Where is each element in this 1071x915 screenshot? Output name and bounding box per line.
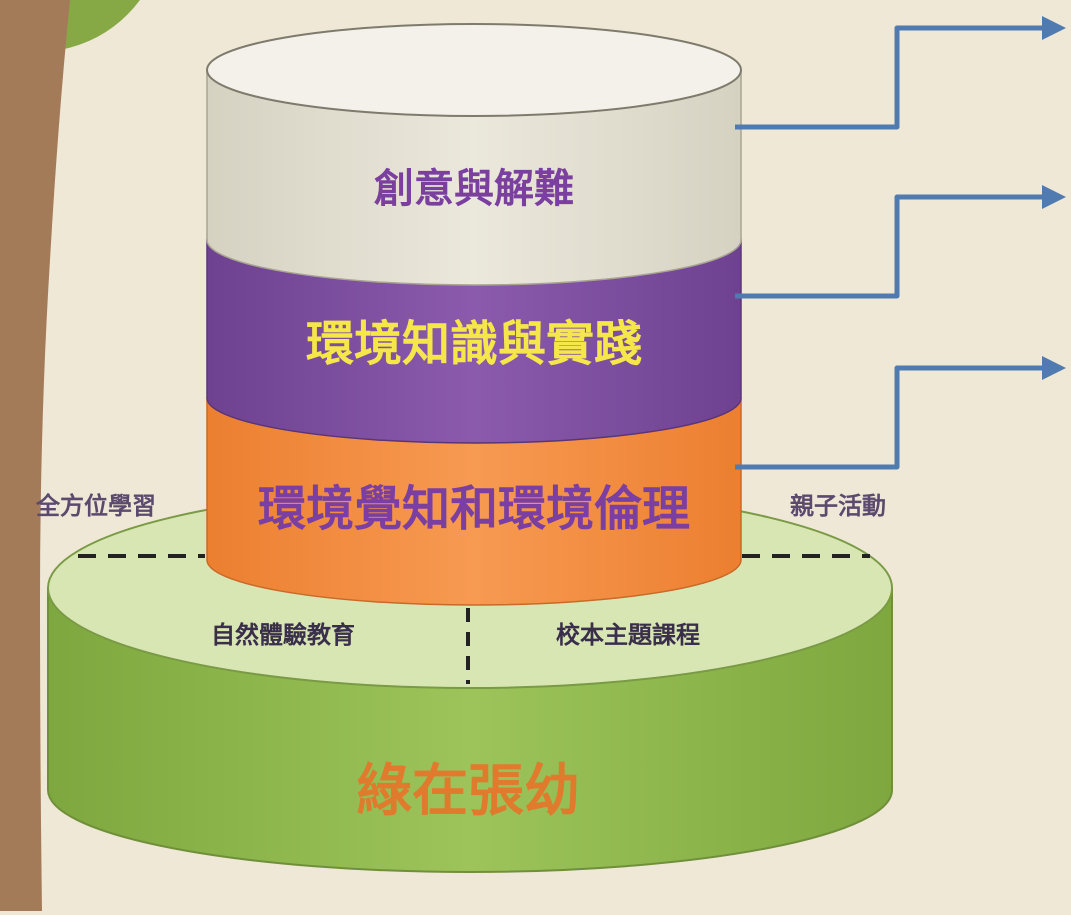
left-inner-label: 自然體驗教育 <box>211 620 355 649</box>
bottom-layer <box>206 397 742 606</box>
arrowhead-3 <box>1042 356 1066 380</box>
tree-trunk <box>0 0 70 911</box>
arrow-2 <box>735 194 1045 299</box>
arrowhead-1 <box>1042 16 1066 40</box>
arrow-1 <box>735 25 1045 130</box>
arrowheads <box>1042 16 1066 380</box>
arrow-3 <box>735 365 1045 470</box>
arrows <box>735 25 1045 470</box>
left-outer-label: 全方位學習 <box>35 491 156 520</box>
bottom-layer-label: 環境覺知和環境倫理 <box>258 481 690 537</box>
top-layer <box>206 23 742 286</box>
middle-layer-label: 環境知識與實踐 <box>306 316 642 372</box>
top-layer-label: 創意與解難 <box>374 165 574 212</box>
arrowhead-2 <box>1042 185 1066 209</box>
right-outer-label: 親子活動 <box>790 491 886 520</box>
right-inner-label: 校本主題課程 <box>556 620 700 649</box>
base-title: 綠在張幼 <box>356 758 580 824</box>
middle-layer <box>206 239 742 444</box>
